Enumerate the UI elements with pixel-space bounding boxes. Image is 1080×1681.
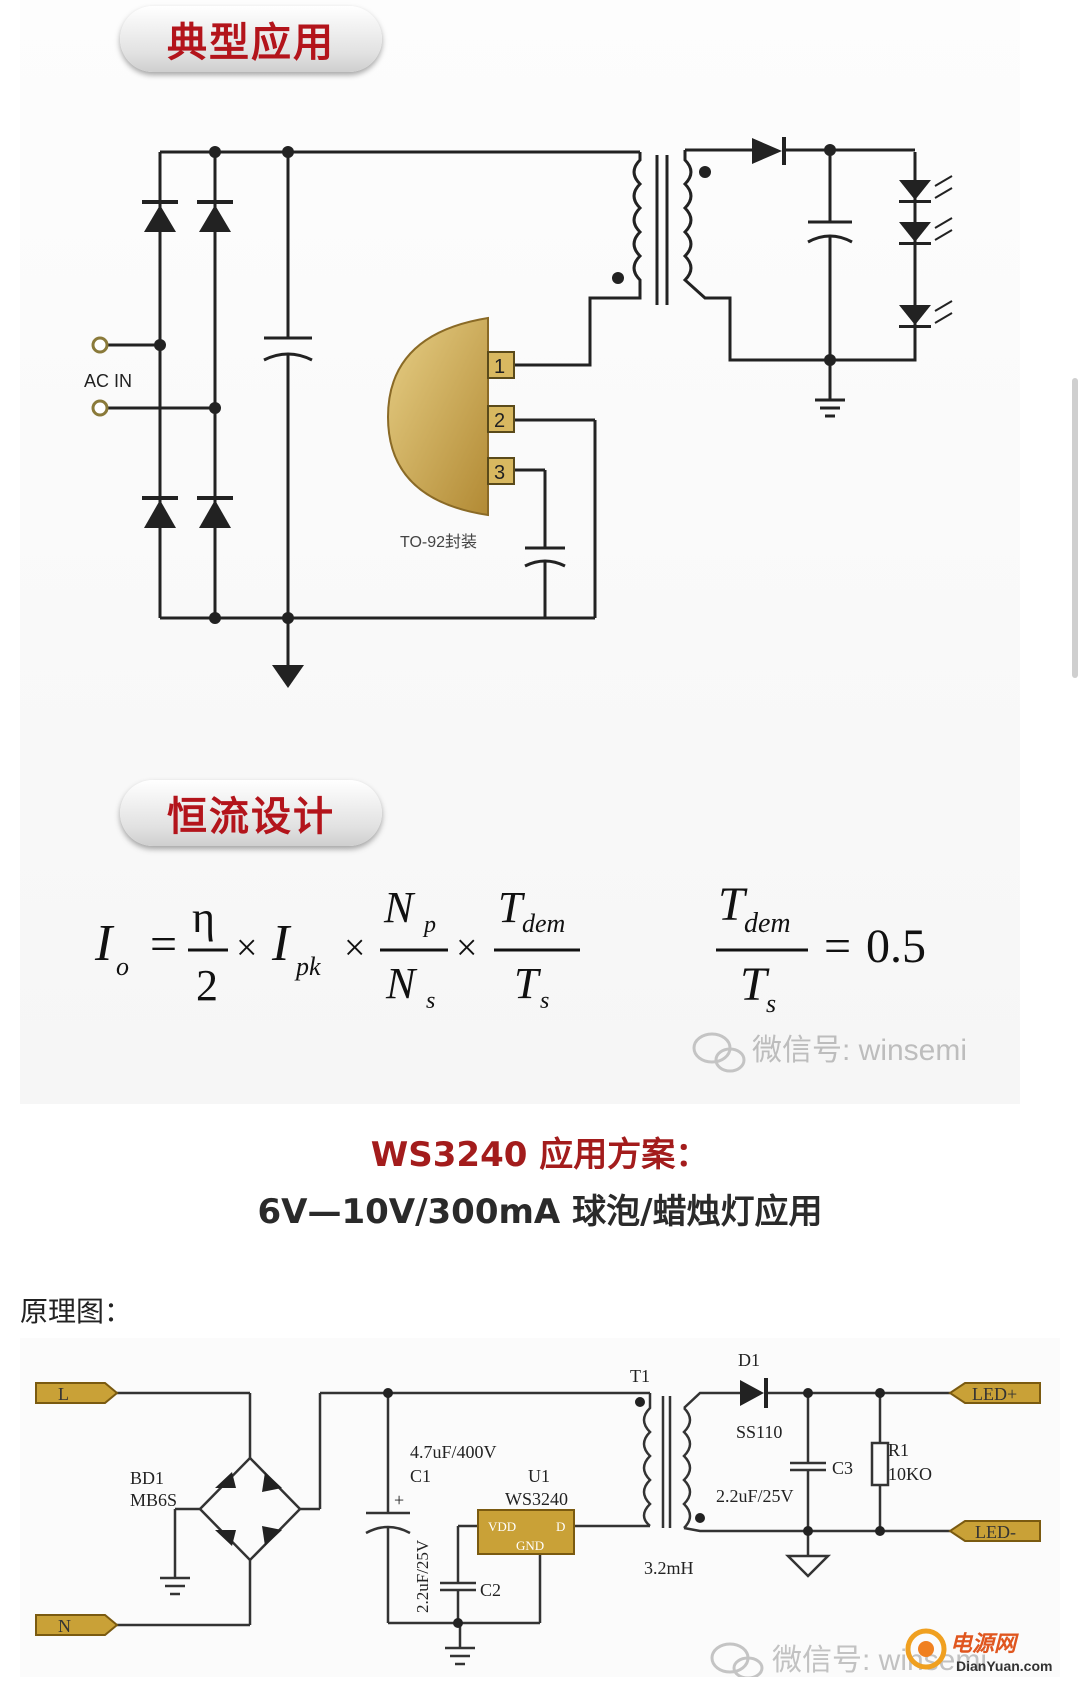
schem-r1: R1 xyxy=(888,1440,909,1460)
formula-times1: × xyxy=(236,927,257,969)
schem-mb6s: MB6S xyxy=(130,1490,177,1510)
package-label: TO-92封装 xyxy=(400,533,477,551)
dianyuan-logo: 电源网 DianYuan.com xyxy=(900,1625,1070,1677)
schem-gnd: GND xyxy=(516,1538,544,1553)
schem-c3-value: 2.2uF/25V xyxy=(716,1486,794,1506)
typical-application-diagram: 1 2 3 AC IN TO-92封装 xyxy=(84,137,953,688)
formula-ipk: I xyxy=(271,915,292,972)
schem-ss110: SS110 xyxy=(736,1422,782,1442)
formula-ratio-ts-sub: s xyxy=(766,989,776,1018)
schem-u1: U1 xyxy=(528,1466,550,1486)
schem-ws3240: WS3240 xyxy=(505,1489,568,1509)
schem-c1: C1 xyxy=(410,1466,431,1486)
logo-en: DianYuan.com xyxy=(956,1658,1052,1674)
formula-two: 2 xyxy=(196,961,218,1010)
schem-c1-value: 4.7uF/400V xyxy=(410,1442,497,1462)
wechat-icon-bottom xyxy=(710,1642,764,1677)
formula-eq1: = xyxy=(150,918,177,971)
schem-vdd: VDD xyxy=(488,1519,516,1534)
badge-constant-current-design: 恒流设计 xyxy=(120,780,382,846)
formula-ratio-ts: T xyxy=(740,958,770,1011)
schem-d-pin: D xyxy=(556,1519,565,1534)
typical-app-panel xyxy=(20,0,1020,1104)
formula-tdem-sub: dem xyxy=(522,909,565,938)
schem-c3: C3 xyxy=(832,1458,853,1478)
wechat-icon xyxy=(692,1032,746,1073)
schem-led-plus: LED+ xyxy=(972,1384,1017,1404)
schem-N: N xyxy=(58,1616,71,1636)
scrollbar-thumb[interactable] xyxy=(1072,378,1078,678)
logo-cn: 电源网 xyxy=(950,1631,1019,1656)
formula-ns-sub: s xyxy=(426,988,435,1014)
formula-eq2: = xyxy=(824,920,851,973)
badge-typical-application: 典型应用 xyxy=(120,6,382,72)
formula-ratio-tdem: T xyxy=(718,878,748,931)
formula-np-sub: p xyxy=(422,912,436,938)
formula-ipk-sub: pk xyxy=(294,952,321,981)
pin-2-label: 2 xyxy=(494,410,505,432)
pin-1-label: 1 xyxy=(494,356,505,378)
to92-chip-body xyxy=(386,316,489,517)
ac-in-label: AC IN xyxy=(84,371,132,391)
formula-ns: N xyxy=(385,959,418,1008)
schem-r1-value: 10KO xyxy=(888,1464,932,1484)
ws3240-schematic: + L N LED+ LED- BD1 MB6S 4.7uF/400V C1 U… xyxy=(35,1350,1041,1677)
c1-plus: + xyxy=(394,1490,404,1510)
formula-tdem: T xyxy=(498,883,526,932)
formula-ratio-tdem-sub: dem xyxy=(744,908,791,939)
schem-c2: C2 xyxy=(480,1580,501,1600)
schem-led-minus: LED- xyxy=(975,1522,1016,1542)
caption-subtitle: 6V—10V/300mA 球泡/蜡烛灯应用 xyxy=(257,1192,823,1232)
schem-inductance: 3.2mH xyxy=(644,1558,694,1578)
formula-ts-sub: s xyxy=(540,988,549,1014)
formula-io: I xyxy=(94,915,115,972)
schem-t1: T1 xyxy=(630,1366,650,1386)
caption-title: WS3240 应用方案： xyxy=(370,1135,710,1175)
formula-eta: η xyxy=(192,893,215,942)
formula-io-sub: o xyxy=(116,952,129,981)
power-plug-icon xyxy=(905,1628,947,1670)
formula-value: 0.5 xyxy=(866,920,926,973)
formula-times3: × xyxy=(456,927,477,969)
schem-L: L xyxy=(58,1384,69,1404)
watermark-top: 微信号: winsemi xyxy=(752,1034,967,1067)
section-label-schematic: 原理图： xyxy=(20,1295,133,1328)
schem-watermark: 微信号: winsemi xyxy=(772,1644,987,1677)
schem-bd1: BD1 xyxy=(130,1468,164,1488)
constant-current-formula: I o = η 2 × I pk × N p N s × T dem T s T… xyxy=(94,878,967,1073)
schem-d1: D1 xyxy=(738,1350,760,1370)
formula-ts: T xyxy=(514,959,542,1008)
schem-c2-value: 2.2uF/25V xyxy=(413,1539,432,1613)
pin-3-label: 3 xyxy=(494,462,505,484)
formula-np: N xyxy=(383,883,416,932)
formula-times2: × xyxy=(344,927,365,969)
